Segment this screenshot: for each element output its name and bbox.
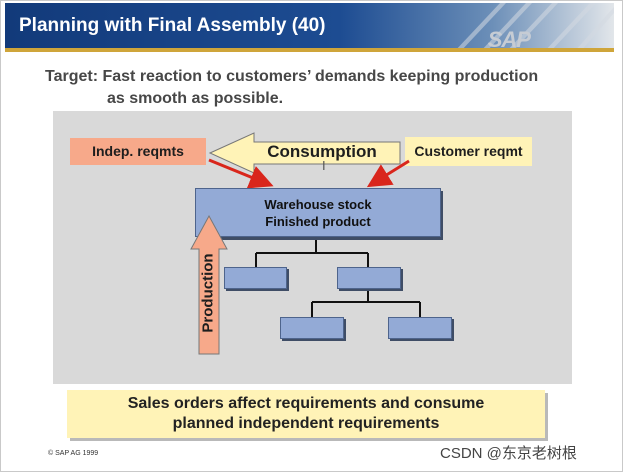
title-bar-accent-line bbox=[5, 48, 614, 52]
component-box-right bbox=[337, 267, 401, 289]
warehouse-stock-box: Warehouse stock Finished product bbox=[195, 188, 441, 237]
title-bar: Planning with Final Assembly (40) SAP bbox=[5, 3, 614, 52]
warehouse-line-2: Finished product bbox=[265, 214, 371, 229]
sap-logo: SAP bbox=[487, 27, 531, 52]
indep-reqmts-box: Indep. reqmts bbox=[70, 138, 206, 165]
csdn-watermark: CSDN @东京老树根 bbox=[440, 445, 577, 462]
sales-note-line-1: Sales orders affect requirements and con… bbox=[127, 395, 485, 412]
consumption-label: Consumption bbox=[267, 142, 377, 161]
target-line-2: as smooth as possible. bbox=[107, 90, 284, 107]
text-cursor-icon: I bbox=[322, 158, 326, 173]
subcomponent-box-right bbox=[388, 317, 452, 339]
warehouse-line-1: Warehouse stock bbox=[264, 197, 372, 212]
customer-reqmt-box: Customer reqmt bbox=[405, 137, 532, 166]
header-stripes bbox=[454, 3, 614, 52]
subcomponent-box-left bbox=[280, 317, 344, 339]
target-line-1: Target: Fast reaction to customers’ dema… bbox=[45, 68, 539, 85]
sales-note-line-2: planned independent requirements bbox=[172, 415, 440, 432]
copyright-text: © SAP AG 1999 bbox=[48, 450, 99, 457]
component-box-left bbox=[224, 267, 287, 289]
production-arrow bbox=[190, 214, 228, 355]
production-label: Production bbox=[199, 253, 217, 333]
sales-orders-note: Sales orders affect requirements and con… bbox=[67, 390, 545, 438]
slide-title: Planning with Final Assembly (40) bbox=[19, 15, 326, 36]
